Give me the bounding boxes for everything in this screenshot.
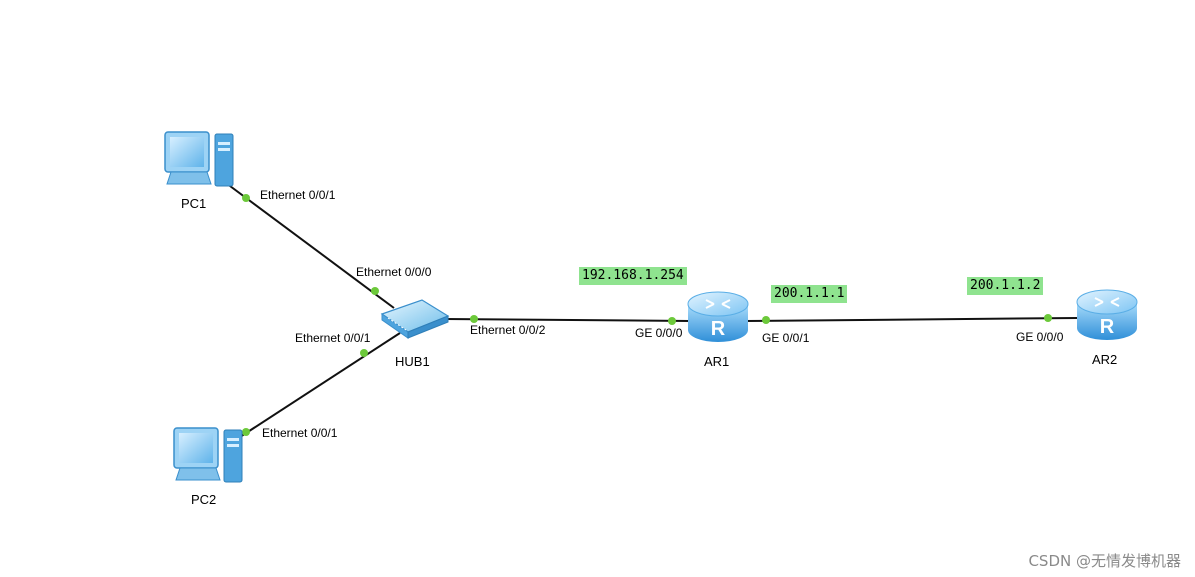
link-hub1-ar1 (443, 318, 691, 322)
router-icon[interactable]: R (1076, 289, 1138, 340)
port-dot-pc1 (242, 194, 250, 202)
svg-text:R: R (711, 318, 726, 340)
ip-label-ar1-ge0: 192.168.1.254 (579, 267, 687, 285)
port-dot-pc2 (242, 428, 250, 436)
link-pc1-hub1 (225, 182, 395, 309)
link-ar1-ar2 (744, 317, 1079, 322)
svg-text:R: R (1100, 316, 1115, 338)
device-label-hub1: HUB1 (395, 354, 430, 369)
device-label-pc1: PC1 (181, 196, 207, 211)
port-label-hub-eth2: Ethernet 0/0/2 (470, 323, 546, 337)
port-label-pc2-eth: Ethernet 0/0/1 (262, 426, 338, 440)
ip-label-ar1-ge1: 200.1.1.1 (771, 285, 848, 303)
port-dot-hub-eth2 (470, 315, 478, 323)
link-pc2-hub1 (239, 332, 401, 438)
router-icon[interactable]: R (687, 291, 749, 342)
port-label-ar2-ge0: GE 0/0/0 (1016, 330, 1064, 344)
port-label-ar1-ge1: GE 0/0/1 (762, 331, 810, 345)
hub-icon[interactable] (380, 299, 450, 339)
port-label-ar1-ge0: GE 0/0/0 (635, 326, 683, 340)
port-dot-hub-eth1 (360, 349, 368, 357)
port-label-hub-eth1: Ethernet 0/0/1 (295, 331, 371, 345)
port-dot-ar1-ge1 (762, 316, 770, 324)
device-label-ar1: AR1 (704, 354, 730, 369)
device-label-pc2: PC2 (191, 492, 217, 507)
port-dot-ar2-ge0 (1044, 314, 1052, 322)
watermark: CSDN @无情发博机器 (1028, 552, 1181, 570)
desktop-computer-icon[interactable] (173, 427, 243, 483)
ip-label-ar2-ge0: 200.1.1.2 (967, 277, 1044, 295)
port-label-hub-eth0: Ethernet 0/0/0 (356, 265, 432, 279)
desktop-computer-icon[interactable] (164, 131, 234, 187)
device-label-ar2: AR2 (1092, 352, 1118, 367)
port-label-pc1-eth: Ethernet 0/0/1 (260, 188, 336, 202)
port-dot-ar1-ge0 (668, 317, 676, 325)
port-dot-hub-eth0 (371, 287, 379, 295)
